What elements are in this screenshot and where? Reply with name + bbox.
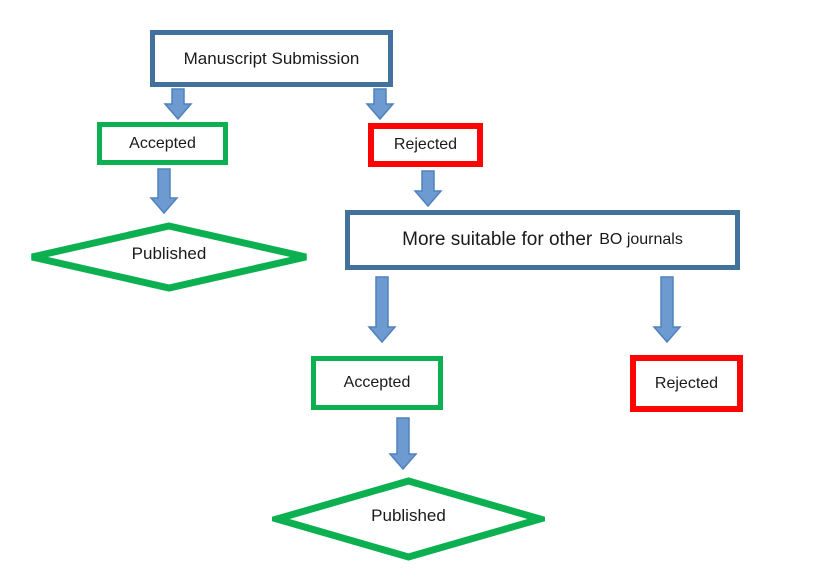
down-arrow-rejected-to-more-suitable [413, 170, 443, 207]
node-label: Published [131, 244, 207, 263]
down-arrow-manuscript-to-rejected [365, 88, 395, 120]
node-rejected-2: Rejected [630, 355, 743, 412]
node-label: Rejected [393, 136, 458, 153]
down-arrow-accepted-to-published [149, 168, 179, 214]
node-label-part1: More suitable for other [402, 229, 593, 250]
diamond-shape [272, 477, 545, 561]
down-arrow-more-suitable-to-accepted [367, 276, 397, 343]
node-published-1: Published [28, 222, 310, 292]
node-label: Accepted [129, 134, 196, 152]
node-label: Manuscript Submission [183, 48, 360, 68]
node-label: Rejected [654, 374, 719, 392]
diamond-shape [31, 222, 307, 292]
node-label: Published [371, 506, 446, 525]
down-arrow-accepted2-to-published [388, 417, 418, 470]
down-arrow-more-suitable-to-rejected [652, 276, 682, 343]
down-arrow-manuscript-to-accepted [163, 88, 193, 120]
node-rejected-1: Rejected [368, 123, 483, 167]
node-manuscript-submission: Manuscript Submission [150, 30, 393, 87]
node-more-suitable: More suitable for other BO journals [345, 210, 740, 270]
node-accepted-2: Accepted [311, 356, 443, 410]
node-label: Accepted [343, 374, 411, 391]
node-label-part2: BO journals [599, 231, 683, 248]
node-accepted-1: Accepted [97, 122, 228, 165]
node-published-2: Published [272, 476, 545, 562]
